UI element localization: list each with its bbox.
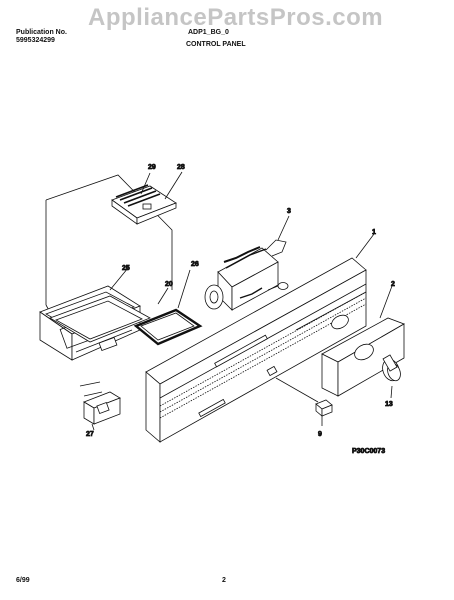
part-overlay-plate — [321, 285, 405, 397]
figure-code: P30C0073 — [352, 448, 385, 455]
publication-label: Publication No. — [16, 29, 67, 36]
section-title: CONTROL PANEL — [186, 41, 246, 48]
callout-3: 3 — [287, 208, 291, 215]
callout-1: 1 — [372, 229, 376, 236]
callout-28: 28 — [177, 164, 185, 171]
callout-2: 2 — [391, 281, 395, 288]
part-control-panel — [145, 233, 375, 443]
callout-9: 9 — [318, 431, 322, 438]
callout-29: 29 — [148, 164, 156, 171]
part-button — [275, 377, 333, 426]
callout-26: 26 — [191, 261, 199, 268]
part-knob — [382, 354, 401, 399]
part-window — [133, 269, 203, 346]
publication-number: 5995324299 — [16, 37, 55, 44]
callout-27: 27 — [86, 431, 94, 438]
part-timer — [204, 215, 290, 311]
callout-25: 25 — [122, 265, 130, 272]
footer-date: 6/99 — [16, 577, 30, 584]
watermark: AppliancePartsPros.com — [88, 4, 384, 31]
part-display-board — [111, 171, 183, 225]
model-number: ADP1_BG_0 — [188, 29, 229, 36]
callout-13: 13 — [385, 401, 393, 408]
part-switch — [79, 381, 121, 431]
callout-20: 20 — [165, 281, 173, 288]
page-number: 2 — [222, 577, 226, 584]
part-gasket — [49, 295, 151, 343]
